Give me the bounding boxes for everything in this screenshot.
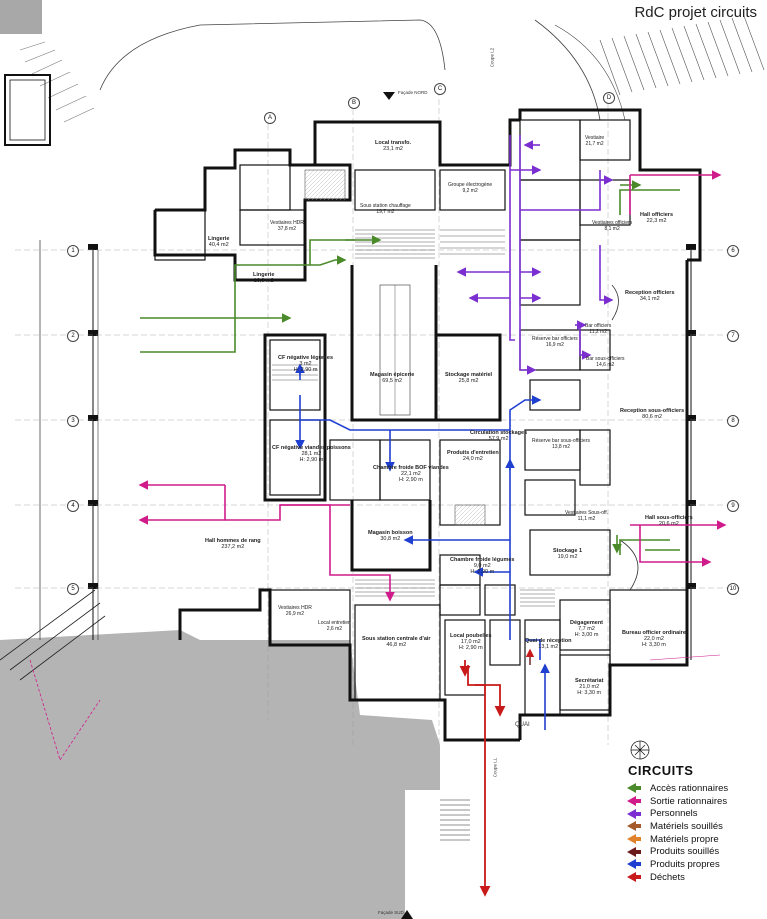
outdoor-paved-area — [0, 630, 440, 919]
grid-label-row-5: 5 — [67, 583, 79, 595]
grid-label-row-4: 4 — [67, 500, 79, 512]
legend-arrow-icon — [627, 834, 641, 845]
north-arrow — [630, 740, 650, 760]
legend-item: Accès rationnaires — [626, 782, 764, 795]
legend-arrow-icon — [627, 808, 641, 819]
legend-arrow-icon — [627, 783, 641, 794]
legend-item-label: Produits souillés — [650, 846, 720, 858]
legend-item-label: Personnels — [650, 808, 698, 820]
grid-label-col-a: A — [264, 112, 276, 124]
legend-arrow-icon — [627, 846, 641, 857]
grid-label-row-7: 7 — [727, 330, 739, 342]
grid-label-col-b: B — [348, 97, 360, 109]
circuit-acces-rationnaires — [140, 180, 680, 555]
circuit-produits-propres — [295, 363, 550, 730]
quai-label: QUAI — [515, 722, 530, 728]
south-entrance-steps — [440, 799, 470, 841]
corner-block — [0, 0, 42, 34]
legend-item: Déchets — [626, 871, 764, 884]
facade-nord-label: Façade NORD — [398, 90, 428, 95]
grid-label-row-8: 8 — [727, 415, 739, 427]
legend-item: Personnels — [626, 807, 764, 820]
legend-item-label: Déchets — [650, 871, 685, 883]
legend-arrow-icon — [627, 796, 641, 807]
legend-item-label: Sortie rationnaires — [650, 795, 728, 807]
grid-label-row-9: 9 — [727, 500, 739, 512]
legend-title: CIRCUITS — [628, 763, 694, 778]
grid-label-row-1: 1 — [67, 245, 79, 257]
legend-arrow-icon — [627, 859, 641, 870]
south-marker — [401, 910, 413, 919]
facade-sud-label: Façade SUD — [378, 910, 404, 915]
road-curve-top — [99, 19, 446, 91]
legend-item: Sortie rationnaires — [626, 795, 764, 808]
page-title: RdC projet circuits — [634, 4, 757, 21]
coupe-l2-label: Coupe L2 — [489, 47, 495, 68]
grid-label-row-6: 6 — [727, 245, 739, 257]
legend-arrow-icon — [627, 872, 641, 883]
parking-stripes-left — [19, 41, 95, 123]
coupe-ll-label: Coupe LL — [492, 757, 498, 778]
room-vestiaire-sous-off: Vestiaires Sous-off.11,1 m2 — [565, 510, 608, 522]
circuit-dechets — [459, 660, 506, 897]
legend-item: Produits souillés — [626, 845, 764, 858]
north-marker — [383, 92, 395, 100]
legend-item-label: Matériels propre — [650, 833, 719, 845]
grid-label-row-10: 10 — [727, 583, 739, 595]
circuit-personnels — [456, 135, 614, 375]
legend-item: Matériels propre — [626, 833, 764, 846]
legend-item-label: Matériels souillés — [650, 820, 723, 832]
legend-item-label: Produits propres — [650, 858, 720, 870]
grid-label-row-3: 3 — [67, 415, 79, 427]
circuit-sortie-rationnaires — [138, 170, 727, 602]
grid-label-col-c: C — [434, 83, 446, 95]
legend-item: Produits propres — [626, 858, 764, 871]
room-local-transfo: Local transfo.23,1 m2 — [375, 140, 412, 152]
grid-label-col-d: D — [603, 92, 615, 104]
parking-stripes-right — [599, 15, 765, 96]
legend-item-label: Accès rationnaires — [650, 782, 729, 794]
grid-label-row-2: 2 — [67, 330, 79, 342]
legend-arrow-icon — [627, 821, 641, 832]
legend-item: Matériels souillés — [626, 820, 764, 833]
adjacent-building — [4, 74, 51, 146]
